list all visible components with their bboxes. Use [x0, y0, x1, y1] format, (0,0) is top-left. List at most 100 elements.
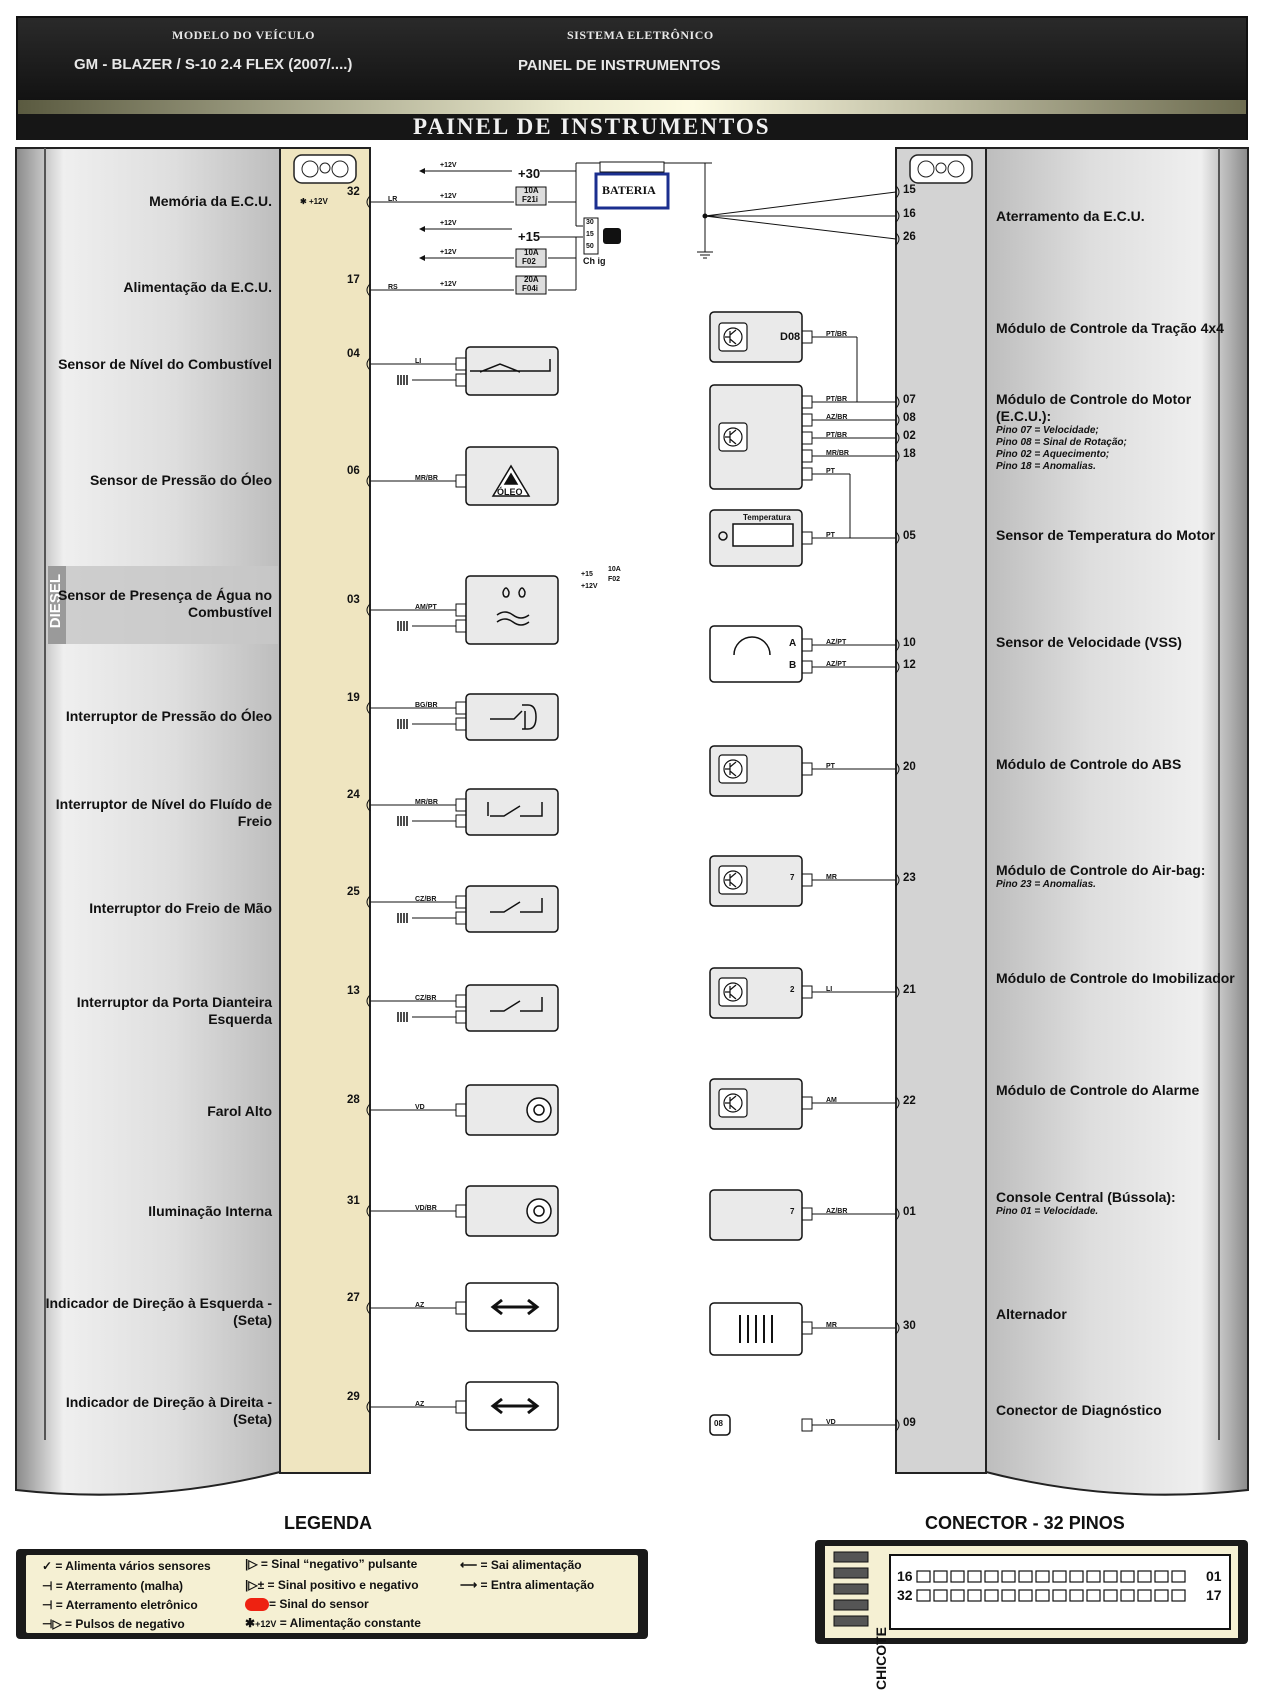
- fuse-amp: 10A: [524, 186, 539, 195]
- left-label: Sensor de Presença de Água no Combustíve…: [58, 587, 272, 620]
- compass-console: [709, 1189, 803, 1241]
- pin-note: Pino 23 = Anomalias.: [996, 879, 1096, 890]
- fuse-f04i: [515, 275, 547, 295]
- legend-item: |▷± = Sinal positivo e negativo: [245, 1578, 419, 1592]
- left-pin: 32: [347, 186, 360, 198]
- left-pin: 13: [347, 985, 360, 997]
- left-wires: [370, 357, 467, 1414]
- right-label: Conector de Diagnóstico: [996, 1402, 1246, 1419]
- wire-color: CZ/BR: [415, 995, 437, 1002]
- right-label-text: Módulo de Controle da Tração 4x4: [996, 320, 1224, 336]
- right-label-text: Alternador: [996, 1306, 1067, 1322]
- wire-color: PT: [826, 763, 835, 770]
- left-label: Alimentação da E.C.U.: [123, 279, 272, 295]
- right-pin: 20: [903, 761, 916, 773]
- left-pin: 31: [347, 1195, 360, 1207]
- ground-symbols: [397, 375, 408, 1022]
- right-pin: 02: [903, 430, 916, 442]
- door-switch: [465, 984, 559, 1032]
- right-label-text: Conector de Diagnóstico: [996, 1402, 1162, 1418]
- switch-icon-3: [490, 997, 543, 1012]
- ign-term-30: 30: [586, 219, 594, 226]
- oil-pressure-switch: [465, 693, 559, 741]
- battery-box: [594, 172, 670, 210]
- left-label: Iluminação Interna: [148, 1203, 272, 1219]
- lamp-icon: [526, 1097, 552, 1123]
- wire-color: PT/BR: [826, 331, 847, 338]
- wire-color: AZ/BR: [826, 1208, 848, 1215]
- pin-note: Pino 07 = Velocidade;: [996, 425, 1099, 436]
- v12-label: +12V: [440, 220, 457, 227]
- header-divider: [18, 100, 1246, 114]
- right-label: Aterramento da E.C.U.: [996, 208, 1246, 225]
- pressure-switch-icon: [490, 704, 537, 730]
- wire-color: PT: [826, 468, 835, 475]
- transistor-icon: [718, 865, 748, 895]
- wire-color: LI: [415, 358, 422, 365]
- wire-color: AZ: [415, 1401, 425, 1408]
- arrows-icon-2: [490, 1397, 540, 1415]
- diesel-fuse-name: F02: [608, 576, 621, 583]
- row2-left: 32: [897, 1587, 913, 1603]
- ignition-switch: [583, 217, 621, 255]
- immob-term: 2: [790, 985, 795, 994]
- sensor-signal-icon: [245, 1598, 269, 1612]
- wire-color: MR/BR: [826, 450, 849, 457]
- transistor-icon: [718, 322, 748, 352]
- wire-color: LR: [388, 196, 398, 203]
- left-pin: 28: [347, 1094, 360, 1106]
- connector-title: CONECTOR - 32 PINOS: [925, 1513, 1125, 1533]
- right-wires: [801, 330, 896, 1432]
- left-label: Interruptor do Freio de Mão: [89, 900, 272, 916]
- left-pin: 25: [347, 886, 360, 898]
- wire-color: PT: [826, 532, 835, 539]
- traction-conn-label: D08: [780, 331, 801, 343]
- v12-label: +12V: [440, 249, 457, 256]
- right-label-text: Módulo de Controle do ABS: [996, 756, 1182, 772]
- left-label: Interruptor de Nível do Fluído de Freio: [55, 796, 272, 829]
- right-pin: 16: [903, 208, 916, 220]
- right-label: Sensor de Velocidade (VSS): [996, 634, 1246, 651]
- left-label: Indicador de Direção à Esquerda - (Seta): [45, 1295, 272, 1328]
- right-label: Módulo de Controle do Alarme: [996, 1082, 1246, 1099]
- wire-color: PT/BR: [826, 432, 847, 439]
- vss-term-a: A: [789, 638, 797, 649]
- header-title-strip: [18, 114, 1246, 140]
- console-term: 7: [790, 1207, 795, 1216]
- water-in-fuel-sensor: [465, 575, 559, 645]
- diesel-v12: +12V: [581, 583, 598, 590]
- fuse-name: F04i: [522, 284, 539, 293]
- memory-const-tag: ✱ +12V: [300, 197, 328, 206]
- wire-color: AM/PT: [415, 604, 437, 611]
- legend-item: ⊣ = Aterramento eletrônico: [42, 1598, 198, 1612]
- ecu-ground-fan: [702, 191, 897, 240]
- right-pin: 09: [903, 1417, 916, 1429]
- handbrake-switch: [465, 885, 559, 933]
- right-label: Módulo de Controle do ABS: [996, 756, 1246, 773]
- row1-left: 16: [897, 1568, 913, 1584]
- right-label-text: Módulo de Controle do Alarme: [996, 1082, 1200, 1098]
- wire-color: AZ/PT: [826, 639, 847, 646]
- diag-conn-label: 08: [714, 1419, 723, 1428]
- fuse-f02: [515, 248, 547, 268]
- instrument-panel-grey: [895, 147, 987, 1474]
- left-pin: 03: [347, 594, 360, 606]
- interior-lamp: [465, 1185, 559, 1237]
- diesel-supply: +15: [581, 571, 593, 578]
- wire-color: VD: [415, 1104, 425, 1111]
- transistor-icon: [718, 754, 748, 784]
- cluster-icon-left: [293, 154, 357, 184]
- instrument-panel-beige: [279, 147, 371, 1474]
- left-label: Indicador de Direção à Direita - (Seta): [65, 1394, 272, 1427]
- left-label: Sensor de Nível do Combustível: [58, 356, 272, 372]
- wire-color: AZ: [415, 1302, 425, 1309]
- temp-inner-label: Temperatura: [743, 513, 791, 522]
- right-label-text: Módulo de Controle do Motor (E.C.U.):: [996, 391, 1192, 424]
- right-pin: 12: [903, 659, 916, 671]
- transistor-icons: [718, 322, 748, 1118]
- wire-color: MR/BR: [415, 799, 438, 806]
- lamp-icon-2: [526, 1198, 552, 1224]
- right-pin: 15: [903, 184, 916, 196]
- right-pin: 08: [903, 412, 916, 424]
